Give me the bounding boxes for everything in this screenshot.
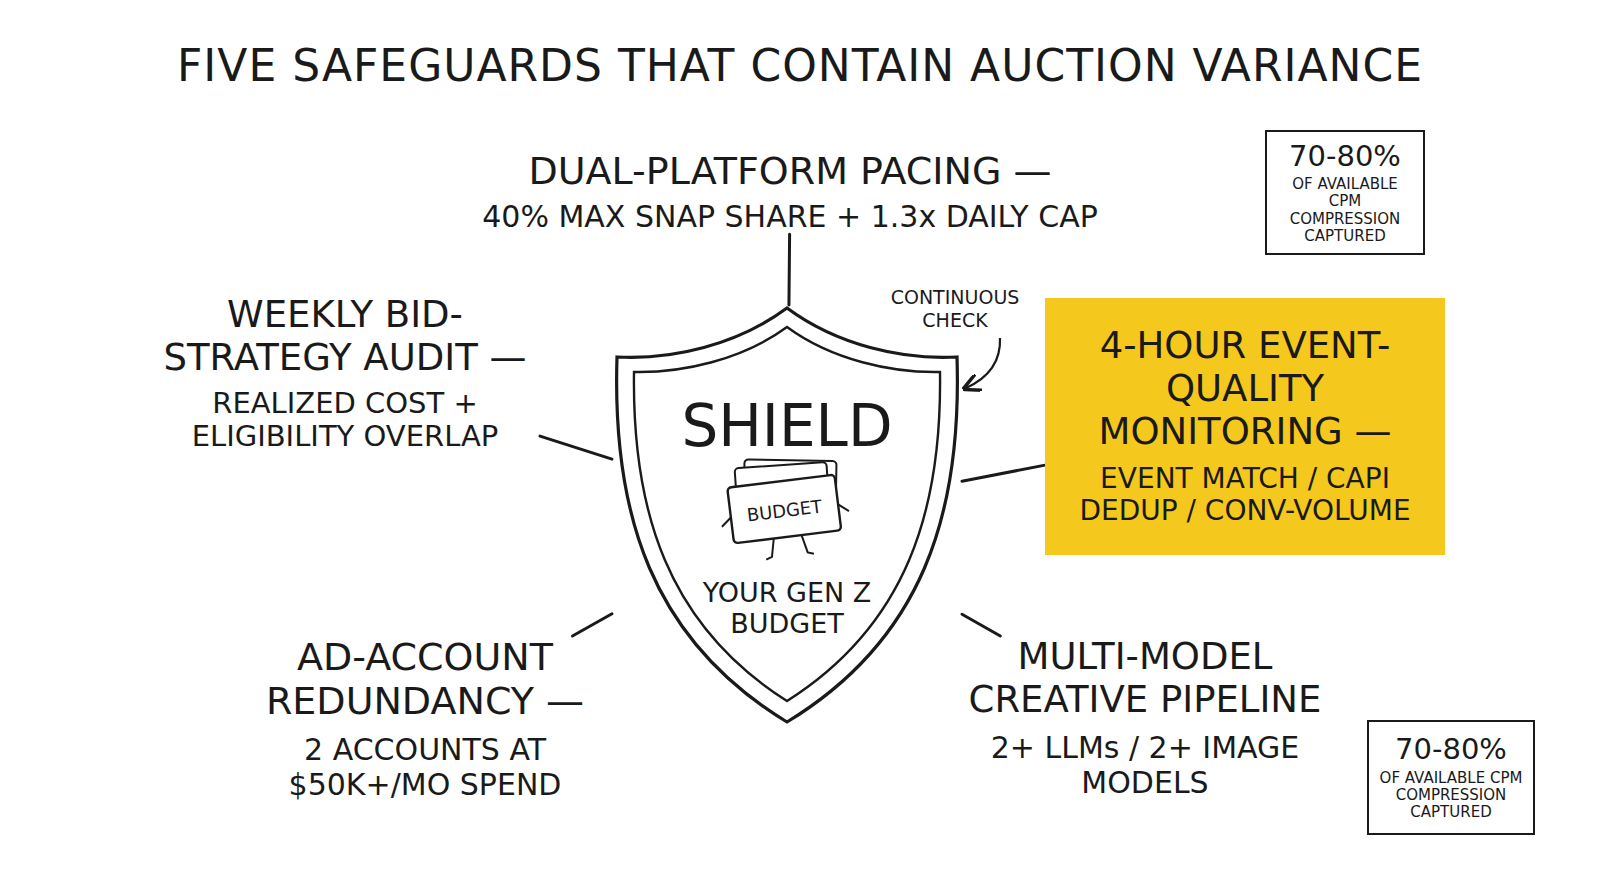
shield-inner [634, 327, 940, 701]
connector-line [787, 234, 791, 305]
node-heading: MULTI-MODEL CREATIVE PIPELINE [925, 636, 1365, 721]
safeguard-label: AD-ACCOUNT REDUNDANCY — 2 ACCOUNTS AT $50… [250, 636, 600, 802]
node-body: EVENT MATCH / CAPI DEDUP / CONV-VOLUME [1055, 463, 1435, 527]
stat-box: 70-80%OF AVAILABLE CPM COMPRESSION CAPTU… [1265, 130, 1425, 255]
connector-line [962, 614, 1000, 636]
diagram-title: FIVE SAFEGUARDS THAT CONTAIN AUCTION VAR… [0, 40, 1600, 91]
highlight-box: 4-HOUR EVENT-QUALITY MONITORING — EVENT M… [1045, 298, 1445, 555]
safeguard-label: MULTI-MODEL CREATIVE PIPELINE 2+ LLMs / 2… [925, 636, 1365, 800]
node-heading: 4-HOUR EVENT-QUALITY MONITORING — [1055, 325, 1435, 453]
node-body: 40% MAX SNAP SHARE + 1.3x DAILY CAP [482, 200, 1098, 235]
node-heading: AD-ACCOUNT REDUNDANCY — [250, 636, 600, 723]
safeguard-label: DUAL-PLATFORM PACING — 40% MAX SNAP SHARE… [430, 150, 1150, 234]
node-body: 2 ACCOUNTS AT $50K+/MO SPEND [250, 733, 600, 802]
callout-arrow [966, 338, 1000, 388]
node-heading: DUAL-PLATFORM PACING — [528, 150, 1051, 194]
node-heading: SHIELD [612, 393, 962, 460]
connector-line [572, 614, 612, 636]
stat-box: 70-80% OF AVAILABLE CPM COMPRESSION CAPTU… [1367, 720, 1535, 835]
node-body: OF AVAILABLE CPM COMPRESSION CAPTURED [1275, 176, 1415, 245]
budget-card: BUDGET [726, 465, 842, 550]
node-body: 2+ LLMs / 2+ IMAGE MODELS [925, 731, 1365, 800]
connector-line [540, 436, 612, 459]
node-body: OF AVAILABLE CPM COMPRESSION CAPTURED [1377, 770, 1525, 822]
shield-shape: SHIELD YOUR GEN Z BUDGET BUDGET [612, 305, 962, 725]
card-front [727, 475, 841, 544]
node-heading: WEEKLY BID-STRATEGY AUDIT — [150, 294, 540, 379]
safeguard-label: WEEKLY BID-STRATEGY AUDIT — REALIZED COST… [150, 294, 540, 454]
callout-note: CONTINUOUS CHECK [880, 286, 1030, 332]
node-heading: 70-80% [1395, 733, 1507, 766]
node-body: YOUR GEN Z BUDGET [612, 577, 962, 639]
shield-outer [617, 308, 958, 722]
node-heading: 70-80% [1289, 140, 1401, 173]
connector-line [962, 465, 1045, 481]
node-body: REALIZED COST + ELIGIBILITY OVERLAP [150, 387, 540, 454]
